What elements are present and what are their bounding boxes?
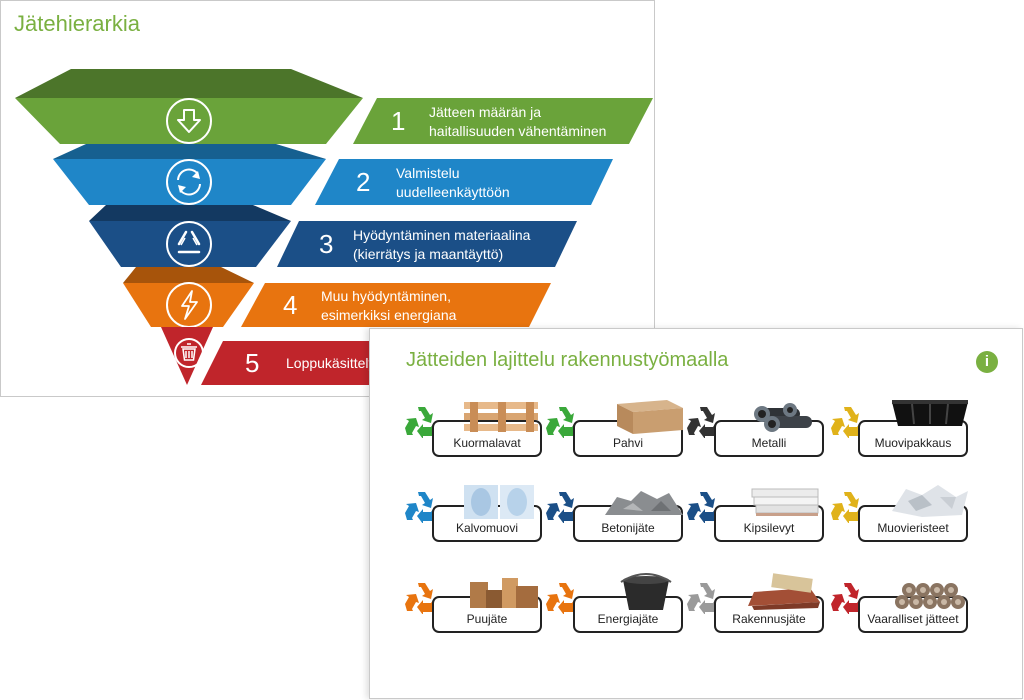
level-band xyxy=(315,159,613,205)
sorting-item-2: Pahvi xyxy=(545,396,685,468)
level-number: 3 xyxy=(319,229,333,259)
item-label: Betonijäte xyxy=(601,521,655,535)
level-number: 5 xyxy=(245,348,259,378)
recycle-symbol-icon xyxy=(687,407,718,438)
hazardous-barrels-icon xyxy=(895,583,965,609)
recycle-symbol-icon xyxy=(405,492,436,523)
hierarchy-level-2: 2 Valmistelu uudelleenkäyttöön xyxy=(53,144,613,205)
hierarchy-level-4: 4 Muu hyödyntäminen, esimerkiksi energiana xyxy=(123,267,551,328)
sorting-item-9: Puujäte xyxy=(404,572,544,644)
recycle-symbol-icon xyxy=(687,492,718,523)
item-label: Rakennusjäte xyxy=(732,612,806,626)
level-number: 1 xyxy=(391,106,405,136)
tier-front-face xyxy=(53,159,326,205)
sorting-item-1: Kuormalavat xyxy=(404,396,544,468)
cardboard-box-icon xyxy=(617,400,683,434)
level-label-line2: esimerkiksi energiana xyxy=(321,307,457,323)
level-band xyxy=(277,221,577,267)
pallet-icon xyxy=(464,402,538,432)
level-number: 4 xyxy=(283,290,297,320)
recycle-symbol-icon xyxy=(546,583,577,614)
tier-top-face xyxy=(53,144,326,159)
tier-front-face xyxy=(15,98,363,144)
sorting-item-6: Betonijäte xyxy=(545,481,685,553)
slide-waste-hierarchy: Jätehierarkia 1 Jätteen määrän ja haitalli… xyxy=(0,0,655,397)
recycle-symbol-icon xyxy=(405,407,436,438)
reuse-cycle-icon xyxy=(166,159,212,205)
tier-front-face xyxy=(89,221,291,267)
recycle-symbol-icon xyxy=(831,583,862,614)
hierarchy-diagram: 1 Jätteen määrän ja haitallisuuden vähentä… xyxy=(15,69,653,385)
level-label-line1: Hyödyntäminen materiaalina xyxy=(353,227,531,243)
recycle-symbol-icon xyxy=(546,407,577,438)
recycle-symbol-icon xyxy=(687,583,718,614)
recycle-icon xyxy=(166,221,212,267)
trash-icon xyxy=(174,338,204,368)
level-label-line1: Valmistelu xyxy=(396,165,460,181)
tier-front-face xyxy=(161,327,213,385)
sorting-item-4: Muovipakkaus xyxy=(830,396,970,468)
level-label-line1: Jätteen määrän ja xyxy=(429,104,541,120)
item-label: Vaaralliset jätteet xyxy=(867,612,959,626)
item-label: Energiajäte xyxy=(597,612,659,626)
concrete-rubble-icon xyxy=(605,491,683,515)
sorting-item-7: Kipsilevyt xyxy=(686,481,826,553)
tier-front-face xyxy=(123,283,254,327)
item-label: Kipsilevyt xyxy=(743,521,795,535)
item-label: Muovieristeet xyxy=(877,521,949,535)
item-label: Metalli xyxy=(751,436,787,450)
item-label: Puujäte xyxy=(466,612,508,626)
tier-top-face xyxy=(123,267,254,283)
hierarchy-level-3: 3 Hyödyntäminen materiaalina (kierrätys ja… xyxy=(89,205,577,267)
level-number: 2 xyxy=(356,167,370,197)
recycle-symbol-icon xyxy=(546,492,577,523)
level-band xyxy=(201,341,381,385)
slide-title: Jätehierarkia xyxy=(14,11,140,36)
metal-pipes-icon xyxy=(754,403,812,432)
level-label-line2: (kierrätys ja maantäyttö) xyxy=(353,246,503,262)
slide-waste-sorting: Jätteiden lajittelu rakennustyömaalla i … xyxy=(369,328,1023,699)
recycle-symbol-icon xyxy=(831,492,862,523)
item-label: Kuormalavat xyxy=(453,436,521,450)
bucket-icon xyxy=(620,573,672,610)
sorting-item-3: Metalli xyxy=(686,396,826,468)
building-waste-icon xyxy=(748,573,820,610)
sorting-item-5: Kalvomuovi xyxy=(404,481,544,553)
sorting-item-12: Vaaralliset jätteet xyxy=(830,572,970,644)
level-label-line1: Loppukäsittely xyxy=(286,355,376,371)
hierarchy-level-1: 1 Jätteen määrän ja haitallisuuden vähentä… xyxy=(15,69,653,144)
item-label: Kalvomuovi xyxy=(455,521,519,535)
arrow-down-icon xyxy=(166,98,212,144)
level-band xyxy=(353,98,653,144)
info-icon[interactable]: i xyxy=(976,351,998,373)
recycle-symbol-icon xyxy=(405,583,436,614)
sorting-item-10: Energiajäte xyxy=(545,572,685,644)
tier-top-face xyxy=(89,205,291,221)
hierarchy-level-5: 5 Loppukäsittely xyxy=(161,327,381,385)
level-label-line2: haitallisuuden vähentäminen xyxy=(429,123,606,139)
level-label-line2: uudelleenkäyttöön xyxy=(396,184,510,200)
sorting-item-11: Rakennusjäte xyxy=(686,572,826,644)
level-label-line1: Muu hyödyntäminen, xyxy=(321,288,451,304)
recycle-symbol-icon xyxy=(831,407,862,438)
foam-insulation-icon xyxy=(892,485,968,517)
plastic-tray-icon xyxy=(892,400,968,426)
plastic-film-roll-icon xyxy=(464,485,534,519)
item-label: Muovipakkaus xyxy=(874,436,952,450)
gypsum-board-icon xyxy=(751,488,819,516)
wood-waste-icon xyxy=(470,578,538,608)
tier-top-face xyxy=(15,69,363,98)
sorting-item-8: Muovieristeet xyxy=(830,481,970,553)
slide-title: Jätteiden lajittelu rakennustyömaalla xyxy=(406,349,729,371)
item-label: Pahvi xyxy=(612,436,644,450)
level-band xyxy=(241,283,551,327)
